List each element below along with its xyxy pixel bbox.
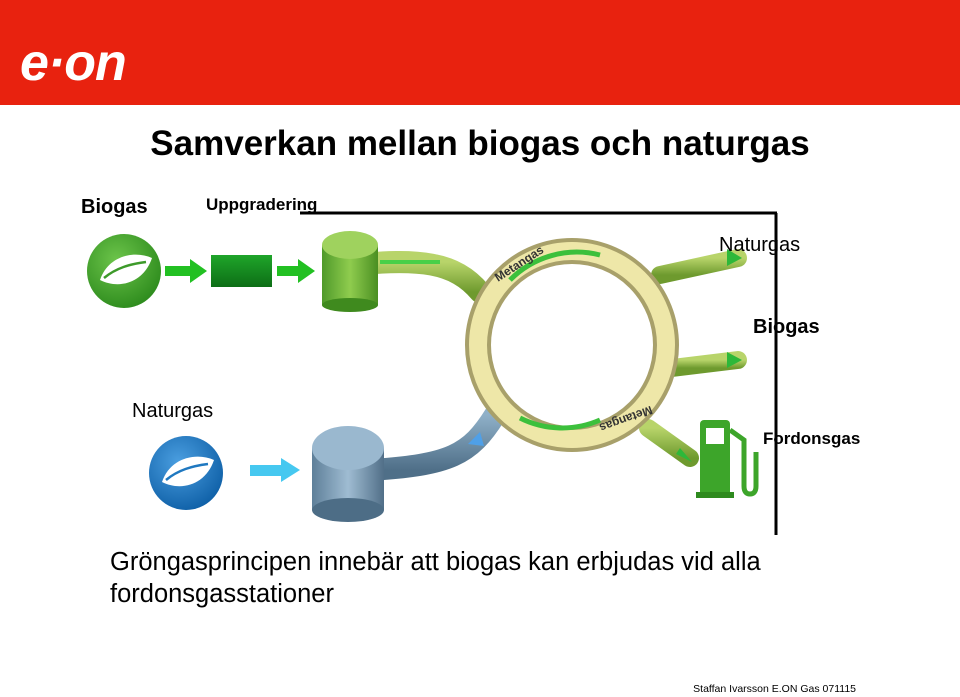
methane-ring: Metangas Metangas <box>465 238 679 452</box>
label-fordonsgas-out: Fordonsgas <box>763 429 861 448</box>
label-biogas-source: Biogas <box>81 196 148 218</box>
page-title: Samverkan mellan biogas och naturgas <box>150 124 810 163</box>
svg-text:e·on: e·on <box>20 36 126 92</box>
upgrading-box <box>211 255 272 287</box>
naturgas-tank <box>312 426 384 522</box>
green-arrow-2 <box>277 259 315 283</box>
label-biogas-out: Biogas <box>753 316 820 338</box>
green-gas-statement: Gröngasprincipen innebär att biogas kan … <box>110 548 761 608</box>
naturgas-leaf-icon <box>149 436 223 510</box>
fuel-pump-icon <box>696 420 759 498</box>
biogas-leaf-icon <box>87 234 161 308</box>
label-naturgas-out: Naturgas <box>719 234 801 256</box>
blue-arrow <box>250 458 300 482</box>
label-naturgas-source: Naturgas <box>132 400 214 422</box>
footer-credit: Staffan Ivarsson E.ON Gas 071115 <box>693 683 856 695</box>
header-bar: e·on <box>0 0 960 105</box>
biogas-tank <box>322 231 378 312</box>
eon-logo: e·on <box>20 36 127 92</box>
green-arrow-1 <box>165 259 207 283</box>
label-upgrading: Uppgradering <box>206 195 318 214</box>
